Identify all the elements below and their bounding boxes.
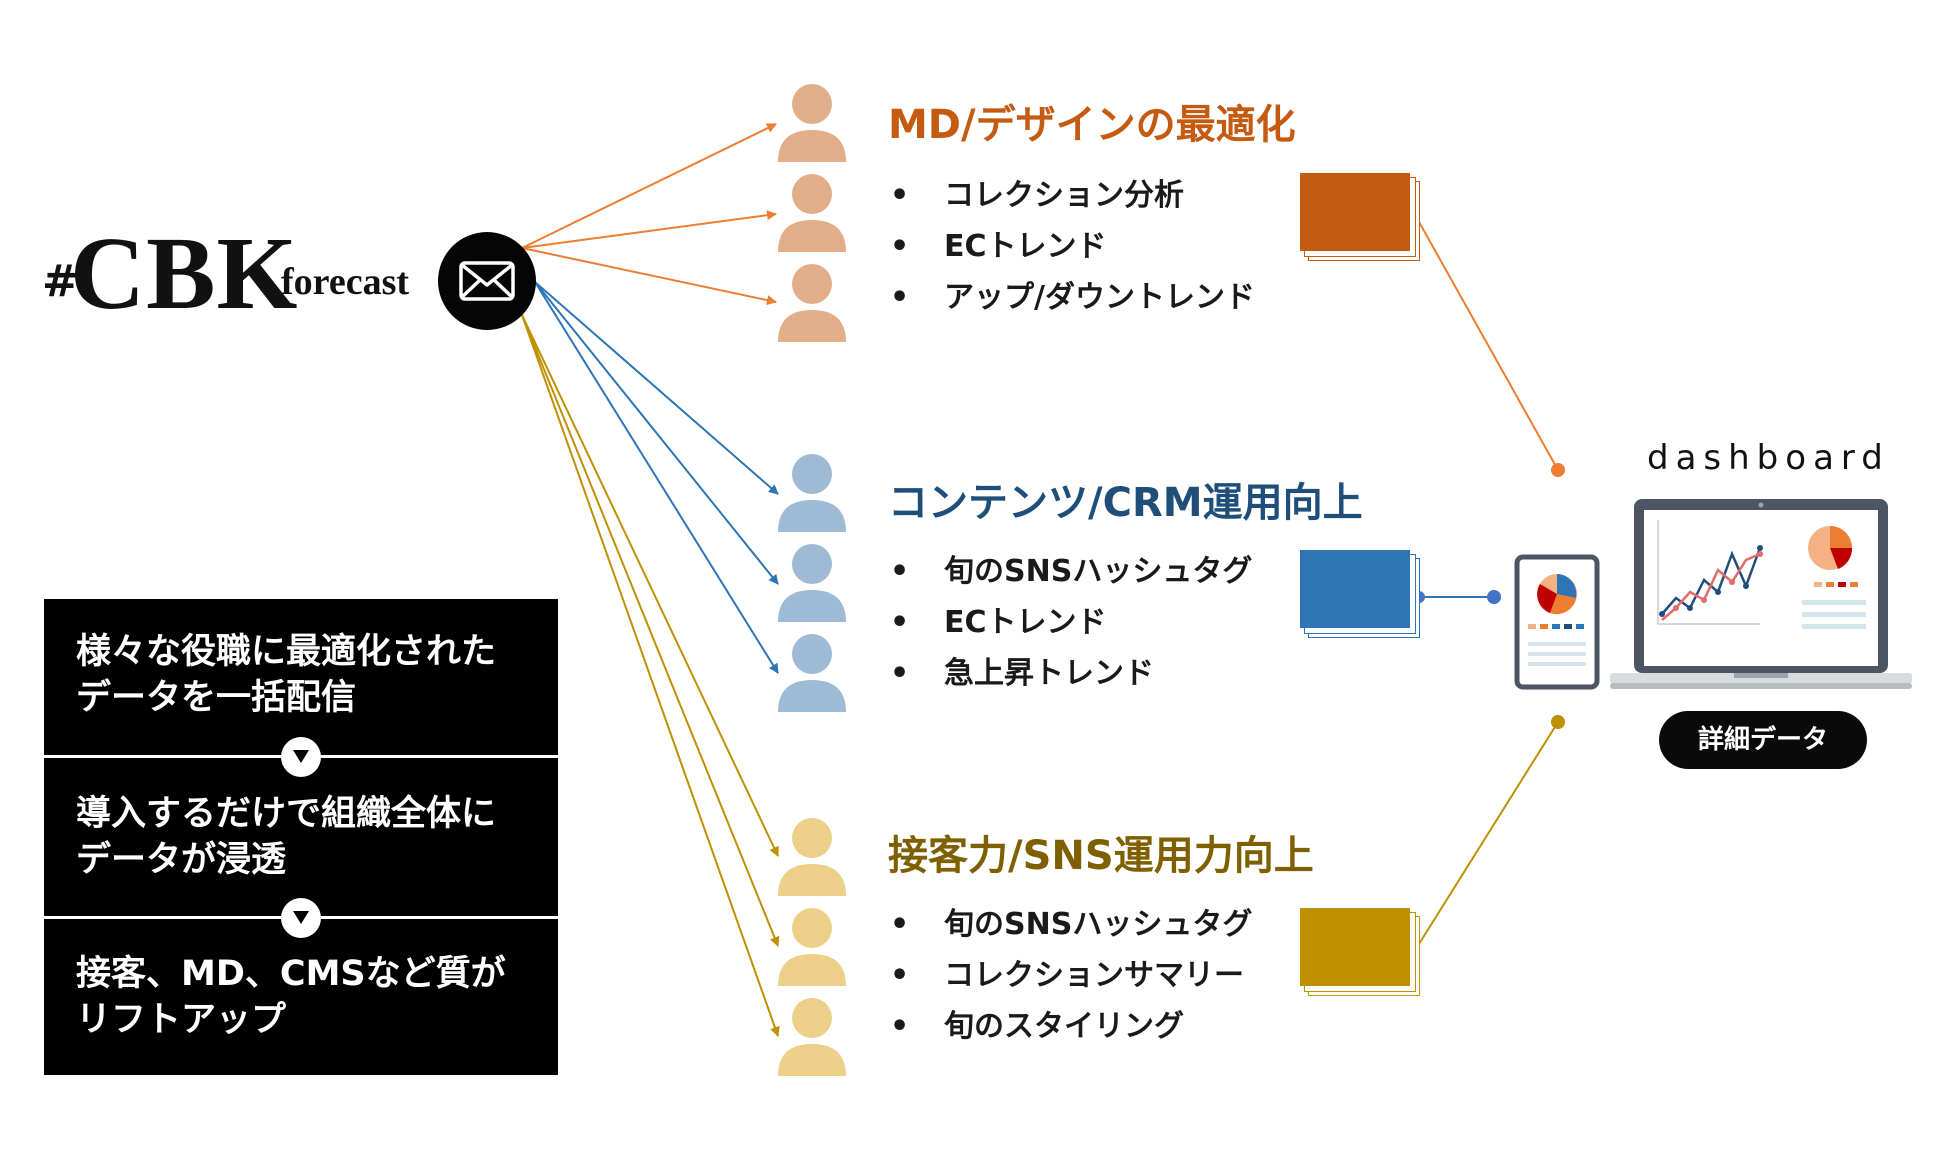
report-stack-icon: [1300, 908, 1420, 996]
logo-text: CBK: [70, 216, 299, 331]
down-arrow-icon: [281, 737, 321, 777]
list-item: •ECトレンド: [890, 229, 1107, 264]
person-icon: [776, 174, 848, 254]
envelope-icon: [438, 232, 536, 330]
laptop-icon: [1610, 499, 1912, 689]
list-item: •旬のSNSハッシュタグ: [890, 554, 1253, 589]
arrow-blue-3: [534, 281, 779, 674]
connector-gold: [1413, 721, 1559, 953]
person-icon: [776, 818, 848, 898]
down-arrow-icon: [281, 898, 321, 938]
process-steps: 様々な役職に最適化された データを一括配信 導入するだけで組織全体に データが浸…: [44, 599, 558, 1075]
arrow-gold-2: [521, 314, 780, 947]
person-icon: [776, 454, 848, 534]
arrow-orange-1: [521, 123, 777, 249]
person-icon: [776, 908, 848, 988]
dashboard-label: dashboard: [1647, 438, 1890, 478]
report-stack-icon: [1300, 173, 1420, 261]
list-item: •旬のスタイリング: [890, 1009, 1184, 1044]
list-item: •急上昇トレンド: [890, 656, 1154, 691]
group-title-service: 接客力/SNS運用力向上: [888, 833, 1314, 879]
connector-orange: [1413, 212, 1559, 471]
person-icon: [776, 634, 848, 714]
group-list-service: •旬のSNSハッシュタグ •コレクションサマリー •旬のスタイリング: [888, 899, 1252, 1052]
arrow-gold-1: [521, 314, 779, 857]
group-title-md: MD/デザインの最適化: [888, 102, 1296, 148]
arrow-gold-3: [521, 314, 780, 1037]
logo-hash: #: [42, 256, 79, 307]
arrow-orange-2: [521, 210, 777, 249]
list-item: •コレクション分析: [890, 178, 1184, 213]
list-item: •旬のSNSハッシュタグ: [890, 907, 1253, 942]
person-icon: [776, 544, 848, 624]
group-title-contents: コンテンツ/CRM運用向上: [888, 480, 1363, 526]
tablet-icon: [1514, 554, 1600, 690]
person-icon: [776, 264, 848, 344]
arrow-blue-1: [534, 281, 779, 495]
person-icon: [776, 84, 848, 164]
group-list-md: •コレクション分析 •ECトレンド •アップ/ダウントレンド: [888, 170, 1255, 323]
list-item: •ECトレンド: [890, 605, 1107, 640]
logo-subtitle: forecast: [281, 261, 410, 303]
arrow-orange-3: [521, 247, 777, 306]
step-1: 様々な役職に最適化された データを一括配信: [76, 632, 497, 718]
person-icon: [776, 998, 848, 1078]
step-2: 導入するだけで組織全体に データが浸透: [76, 794, 497, 880]
arrow-blue-2: [534, 281, 779, 585]
list-item: •コレクションサマリー: [890, 958, 1244, 993]
step-3: 接客、MD、CMSなど質が リフトアップ: [76, 954, 506, 1040]
report-stack-icon: [1300, 550, 1420, 638]
group-list-contents: •旬のSNSハッシュタグ •ECトレンド •急上昇トレンド: [888, 546, 1252, 699]
detail-data-button[interactable]: 詳細データ: [1659, 711, 1867, 769]
list-item: •アップ/ダウントレンド: [890, 280, 1255, 315]
